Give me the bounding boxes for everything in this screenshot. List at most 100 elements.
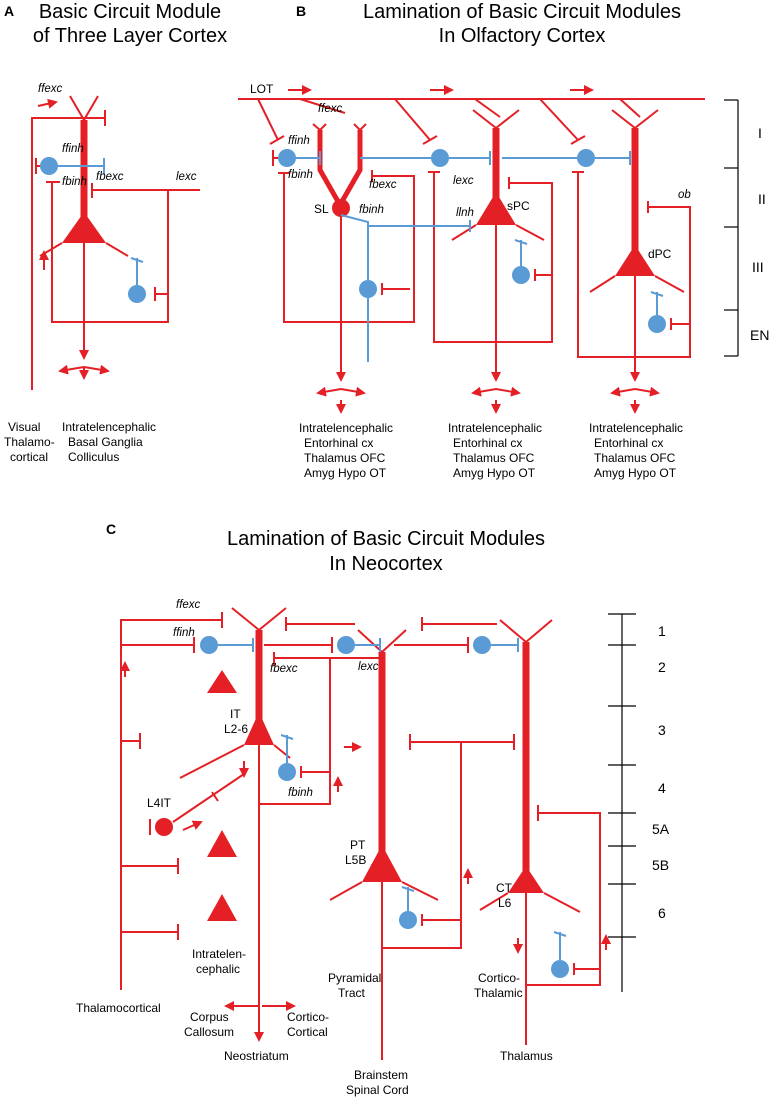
label-b-spc: sPC: [507, 199, 530, 213]
panel-a-title-line1: Basic Circuit Module: [39, 1, 221, 23]
label-corpus-line1: Corpus: [190, 1010, 229, 1024]
label-corticothalamic-line2: Thalamic: [474, 986, 523, 1000]
input-label-line1: Visual: [8, 420, 40, 434]
label-c-ffexc: ffexc: [176, 599, 201, 611]
b-out1-line4: Amyg Hypo OT: [304, 466, 387, 480]
panel-c-title-line2: In Neocortex: [329, 553, 442, 575]
label-c-fbexc: fbexc: [270, 663, 298, 675]
label-c-l4it: L4IT: [147, 796, 172, 810]
b-out3-line3: Thalamus OFC: [594, 451, 676, 465]
label-ffexc: ffexc: [38, 83, 63, 95]
panel-b-title-line2: In Olfactory Cortex: [439, 25, 606, 47]
label-c-ct1: CT: [496, 881, 513, 895]
panel-c: C Lamination of Basic Circuit Modules In…: [76, 521, 670, 1097]
layer-c-3: 3: [658, 722, 666, 738]
panel-a-title-line2: of Three Layer Cortex: [33, 25, 227, 47]
dpc-cell: [615, 245, 655, 276]
label-brainstem-line2: Spinal Cord: [346, 1083, 409, 1097]
b-out2-line2: Entorhinal cx: [453, 436, 522, 450]
label-lot: LOT: [250, 82, 274, 96]
label-b-llnh: llnh: [456, 207, 474, 219]
sl-cell: [332, 199, 350, 217]
ffexc-arrow: [37, 98, 58, 109]
layer-b-1: I: [758, 125, 762, 141]
panel-a: A Basic Circuit Module of Three Layer Co…: [4, 1, 227, 464]
ffinh-interneuron: [40, 157, 58, 175]
label-fbinh: fbinh: [62, 176, 87, 188]
label-fbexc: fbexc: [96, 171, 124, 183]
label-c-it2: L2-6: [224, 722, 248, 736]
input-label-line2: Thalamo-: [4, 435, 55, 449]
label-b-fbinh1: fbinh: [288, 169, 313, 181]
ffexc-axon: [31, 117, 105, 390]
panel-c-layer-scale: [608, 613, 636, 992]
output-label-line1: Intratelencephalic: [62, 420, 156, 434]
label-corticothalamic-line1: Cortico-: [478, 971, 520, 985]
b-out2-line1: Intratelencephalic: [448, 421, 542, 435]
label-c-pt1: PT: [350, 838, 366, 852]
label-brainstem-line1: Brainstem: [354, 1068, 408, 1082]
label-b-ob: ob: [678, 189, 691, 201]
label-cortico-line1: Cortico-: [287, 1010, 329, 1024]
layer-b-3: III: [752, 259, 764, 275]
output-label-line3: Colliculus: [68, 450, 119, 464]
panel-b-layer-scale: [724, 99, 739, 357]
fbinh-interneuron: [128, 285, 146, 303]
pt-cell: [362, 845, 402, 882]
panel-b-title-line1: Lamination of Basic Circuit Modules: [363, 1, 681, 23]
layer-c-2: 2: [658, 659, 666, 675]
label-corpus-line2: Callosum: [184, 1025, 234, 1039]
layer-c-6: 6: [658, 905, 666, 921]
label-b-ffexc: ffexc: [318, 103, 343, 115]
b-out3-line1: Intratelencephalic: [589, 421, 683, 435]
label-thalamus: Thalamus: [500, 1049, 553, 1063]
label-it-output-line2: cephalic: [196, 962, 240, 976]
label-b-fbexc: fbexc: [369, 179, 397, 191]
pyramidal-cell: [62, 212, 106, 243]
panel-b-letter: B: [296, 3, 306, 19]
b-out3-line4: Amyg Hypo OT: [594, 466, 677, 480]
layer-c-1: 1: [658, 623, 666, 639]
panel-c-title-line1: Lamination of Basic Circuit Modules: [227, 528, 545, 550]
panel-c-circuit: [120, 607, 611, 1060]
label-c-it1: IT: [230, 707, 241, 721]
label-c-ffinh: ffinh: [173, 627, 195, 639]
b-out1-line3: Thalamus OFC: [304, 451, 386, 465]
panel-b: B Lamination of Basic Circuit Modules In…: [238, 1, 769, 480]
spc-cell: [476, 192, 516, 225]
label-cortico-line2: Cortical: [287, 1025, 328, 1039]
b-out1-line2: Entorhinal cx: [304, 436, 373, 450]
label-lexc: lexc: [176, 171, 197, 183]
layer-b-2: II: [758, 191, 766, 207]
layer-c-5b: 5B: [652, 857, 669, 873]
label-c-pt2: L5B: [345, 853, 366, 867]
b-out1-line1: Intratelencephalic: [299, 421, 393, 435]
label-b-fbinh2: fbinh: [359, 204, 384, 216]
label-b-lexc: lexc: [453, 175, 474, 187]
panel-a-circuit: [31, 95, 200, 390]
layer-b-4: EN: [750, 327, 769, 343]
panel-b-circuit: [238, 85, 705, 414]
label-it-output-line1: Intratelen-: [192, 947, 246, 961]
b-out2-line4: Amyg Hypo OT: [453, 466, 536, 480]
it-cell: [244, 712, 274, 745]
ct-cell: [508, 866, 544, 893]
l4it-cell: [155, 818, 173, 836]
label-neostriatum: Neostriatum: [224, 1049, 289, 1063]
panel-a-letter: A: [4, 3, 14, 19]
panel-c-letter: C: [106, 521, 116, 537]
output-label-line2: Basal Ganglia: [68, 435, 143, 449]
label-b-dpc: dPC: [648, 247, 672, 261]
label-b-sl: SL: [314, 202, 329, 216]
label-thalamocortical: Thalamocortical: [76, 1001, 161, 1015]
label-c-ct2: L6: [498, 896, 512, 910]
layer-c-5a: 5A: [652, 821, 670, 837]
input-label-line3: cortical: [10, 450, 48, 464]
label-c-fbinh: fbinh: [288, 787, 313, 799]
label-b-ffinh: ffinh: [288, 135, 310, 147]
label-pyramidal-line2: Tract: [338, 986, 366, 1000]
label-c-lexc: lexc: [358, 661, 379, 673]
layer-c-4: 4: [658, 780, 666, 796]
b-out3-line2: Entorhinal cx: [594, 436, 663, 450]
